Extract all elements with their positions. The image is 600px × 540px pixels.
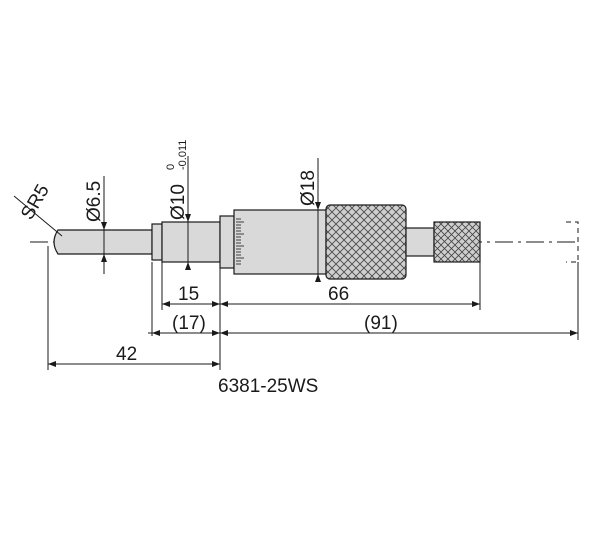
sr5-callout [13,195,63,237]
sleeve [219,209,327,275]
row-3-dimensions [48,361,220,367]
stem-dia-label: Ø10 [168,184,189,220]
thimble-dia-dimension [315,158,321,282]
model-number: 6381-25WS [218,376,318,397]
thimble [325,204,407,280]
ratchet [405,221,481,263]
thimble-dia-label: Ø18 [298,170,319,206]
stem-length-label: 15 [178,284,199,305]
sr5-label: SR5 [17,181,54,224]
row-2-dimensions [148,330,578,336]
row-1-dimensions [162,301,480,307]
extension-lines [47,246,579,370]
body-length-ref-label: (91) [364,313,398,334]
spindle-dia-label: Ø6.5 [84,181,105,222]
stem-dia-dimension [185,156,191,270]
stem-tol-upper: 0 [165,164,177,170]
spindle-dia-dimension [101,176,107,274]
end-bracket [566,221,579,263]
total-length-label: 42 [116,344,137,365]
stem [151,221,221,263]
stem-length-ref-label: (17) [172,313,206,334]
spindle [53,229,153,255]
body-length-label: 66 [328,284,349,305]
stem-tol-lower: -0.011 [177,140,189,170]
